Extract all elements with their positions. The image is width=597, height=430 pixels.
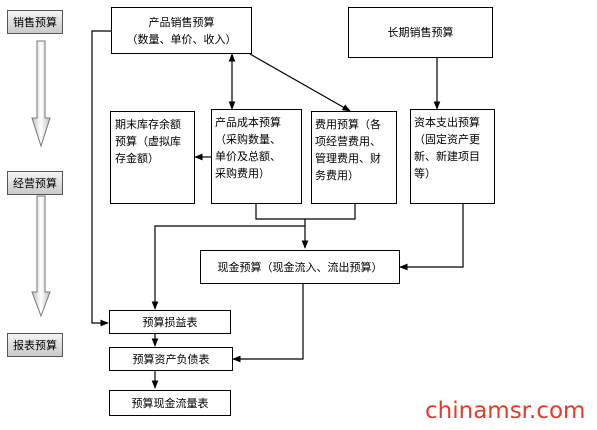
node-product-cost-budget: 产品成本预算 （采购数量、 单价及总额、 采购费用） <box>211 109 302 204</box>
node-long-term-sales-budget: 长期销售预算 <box>348 7 493 58</box>
node-budget-balance-sheet: 预算资产负债表 <box>109 347 233 371</box>
node-product-sales-budget: 产品销售预算 （数量、单价、收入） <box>111 7 252 54</box>
stage-statement-budget: 报表预算 <box>7 333 63 357</box>
edge-merge-profit <box>151 225 305 310</box>
node-budget-cash-flow-statement: 预算现金流量表 <box>109 390 231 416</box>
edge-cash-balance <box>232 284 304 363</box>
stage-arrow-2 <box>31 195 51 318</box>
edge-cost-merge <box>255 204 356 220</box>
node-ending-inventory-budget: 期末库存余额 预算（虚拟库 存金额） <box>110 111 195 204</box>
edge-capital-cash <box>399 204 464 271</box>
watermark: chinamsr.com <box>425 398 586 424</box>
stage-sales-budget: 销售预算 <box>7 10 63 34</box>
node-expense-budget: 费用预算（各 项经营费用、 管理费用、财 务费用） <box>311 111 397 204</box>
node-capital-expenditure-budget: 资本支出预算 （固定资产更 新、新建项目 等） <box>410 109 495 204</box>
stage-arrow-1 <box>31 40 51 148</box>
node-cash-budget: 现金预算（现金流入、流出预算） <box>200 250 400 284</box>
edge-sales-expense <box>249 53 351 112</box>
edge-sales-to-profit <box>91 30 111 327</box>
stage-operating-budget: 经营预算 <box>7 171 63 195</box>
node-budget-income-statement: 预算损益表 <box>109 310 231 334</box>
